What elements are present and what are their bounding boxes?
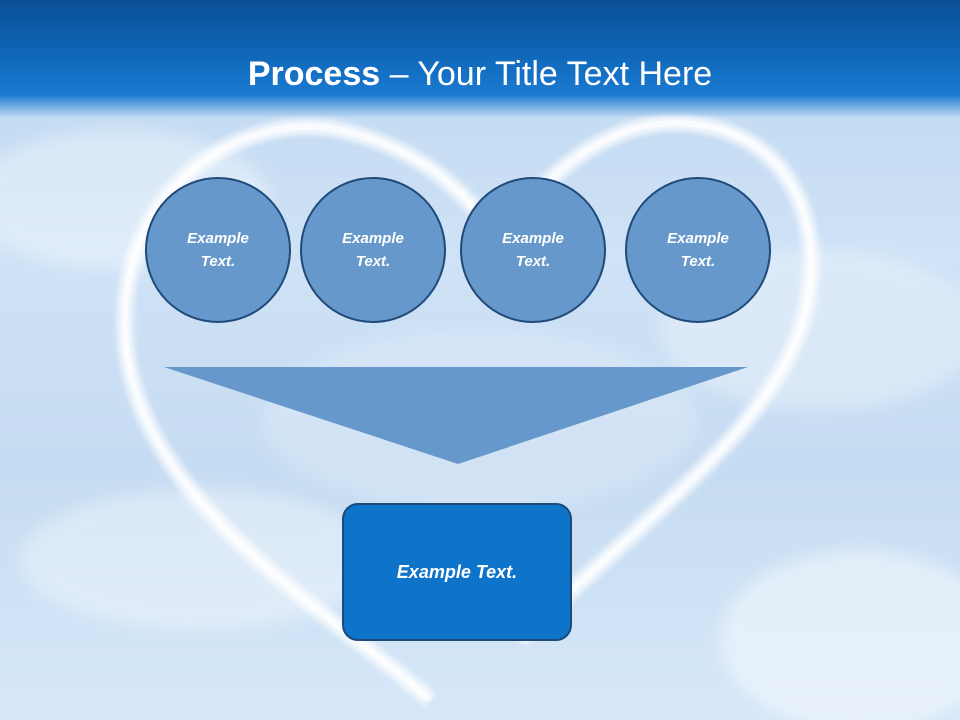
circle-line1: Example — [342, 230, 404, 247]
circle-line2: Text. — [200, 253, 236, 270]
funnel-triangle — [164, 367, 748, 464]
title-rest: – Your Title Text Here — [380, 55, 713, 93]
process-step-circle-3: Example Text. — [460, 177, 606, 323]
title-bar — [0, 0, 960, 118]
circle-line2: Text. — [355, 253, 391, 270]
circle-line2: Text. — [515, 253, 551, 270]
process-step-circle-2: Example Text. — [300, 177, 446, 323]
result-label: Example Text. — [396, 561, 518, 582]
circle-line1: Example — [667, 230, 729, 247]
funnel-arrow — [164, 367, 748, 464]
circle-line1: Example — [502, 230, 564, 247]
circle-line1: Example — [187, 230, 249, 247]
circle-line2: Text. — [680, 253, 716, 270]
process-step-circle-1: Example Text. — [145, 177, 291, 323]
result-box: Example Text. — [342, 503, 572, 641]
title-bold: Process — [247, 55, 381, 93]
process-step-circle-4: Example Text. — [625, 177, 771, 323]
cloud — [720, 550, 960, 720]
slide-title: Process – Your Title Text Here — [0, 52, 960, 96]
